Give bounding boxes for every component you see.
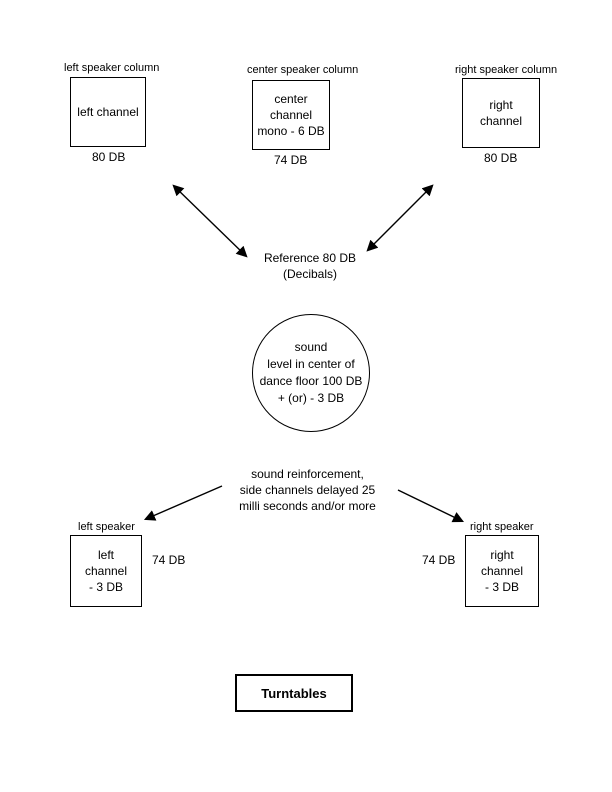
circle-line: + (or) - 3 DB [277,391,345,405]
reference-line-2: (Decibals) [282,267,337,281]
left-speaker-caption: left speaker [78,521,135,533]
reinforcement-text: sound reinforcement, side channels delay… [220,466,395,514]
arrow-reinforcement-to-right-speaker [397,489,465,523]
turntables-label: Turntables [261,685,327,701]
arrow-left-column-to-reference [172,184,248,258]
circle-line: level in center of [267,357,355,371]
right-speaker-box: right channel - 3 DB [465,535,539,607]
left-channel-box-line: left channel [77,105,139,119]
right-speaker-caption: right speaker [470,521,534,533]
right-column-db-label: 80 DB [484,151,518,165]
right-speaker-db-label: 74 DB [422,553,456,567]
right-speaker-box-line: - 3 DB [484,580,519,594]
right-channel-box-line: right [489,98,513,112]
left-speaker-box: left channel - 3 DB [70,535,142,607]
left-speaker-column-caption: left speaker column [64,62,160,74]
reference-text: Reference 80 DB (Decibals) [240,250,380,282]
right-speaker-column-caption: right speaker column [455,64,558,76]
right-speaker-box-line: channel [480,564,524,578]
right-speaker-box-line: right [490,548,514,562]
arrow-right-column-to-reference [366,184,434,252]
left-column-db-label: 80 DB [92,150,126,164]
right-channel-box: right channel [462,78,540,148]
right-channel-box-line: channel [479,114,523,128]
sound-level-circle: sound level in center of dance floor 100… [252,314,370,432]
center-column-db-label: 74 DB [274,153,308,167]
reinforcement-line: side channels delayed 25 [239,483,376,497]
left-speaker-box-line: left [97,548,114,562]
circle-line: dance floor 100 DB [259,374,363,388]
left-speaker-db-label: 74 DB [152,553,186,567]
left-speaker-box-line: channel [84,564,128,578]
circle-line: sound [294,340,328,354]
center-channel-box-line: channel [269,108,313,122]
reinforcement-line: sound reinforcement, [251,467,364,481]
left-channel-box: left channel [70,77,146,147]
center-channel-box-line: mono - 6 DB [257,124,325,138]
left-speaker-box-line: - 3 DB [88,580,123,594]
center-speaker-column-caption: center speaker column [247,64,359,76]
arrow-reinforcement-to-left-speaker [143,485,223,521]
reinforcement-line: milli seconds and/or more [239,499,376,513]
center-channel-box-line: center [274,92,308,106]
turntables-box: Turntables [235,674,353,712]
reference-line-1: Reference 80 DB [263,251,357,265]
center-channel-box: center channel mono - 6 DB [252,80,330,150]
